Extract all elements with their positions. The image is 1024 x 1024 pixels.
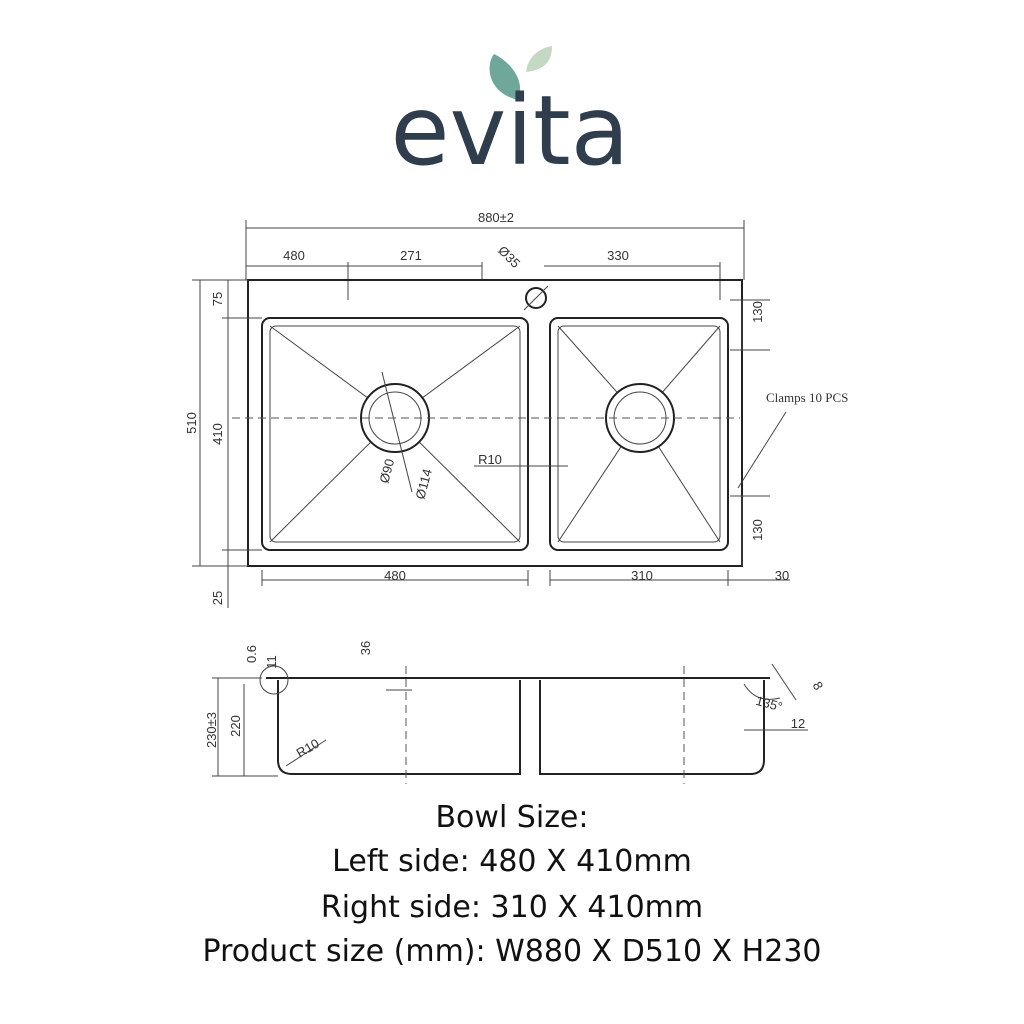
left-bowl-section [277, 680, 521, 775]
dim-edge-8: 8 [810, 679, 827, 693]
dim-thickness: 0.6 [244, 645, 259, 663]
dim-depth-total: 510 [184, 412, 199, 434]
dim-height-inner: 220 [228, 715, 243, 737]
dim-left-bowl-width: 480 [384, 568, 406, 583]
dim-tap-hole: Ø35 [495, 243, 523, 271]
dim-overall-width: 880±2 [478, 210, 514, 225]
dim-top-margin: 75 [210, 292, 225, 306]
dim-right-edge: 30 [775, 568, 789, 583]
dim-inner-drain: Ø90 [376, 457, 397, 485]
dim-right-top: 130 [750, 301, 765, 323]
dim-flange: 11 [264, 655, 279, 669]
dim-right-bottom: 130 [750, 519, 765, 541]
logo-text: evita [390, 75, 629, 187]
leaf-dark-icon [489, 54, 521, 100]
caption-line-3: Right side: 310 X 410mm [320, 890, 704, 925]
brand-logo: evita [390, 46, 630, 187]
top-view: 880±2 480 271 330 Ø35 Ø90 Ø114 [184, 210, 848, 608]
dim-height-total: 230±3 [204, 712, 219, 748]
side-view: 230±3 220 0.6 11 36 R10 135° 8 12 [204, 641, 826, 784]
dim-left-offset: 480 [283, 248, 305, 263]
right-bowl-section [539, 680, 765, 775]
dim-radius: R10 [478, 452, 502, 467]
dim-hole-offset: 271 [400, 248, 422, 263]
dim-right-offset: 330 [607, 248, 629, 263]
left-bowl [261, 317, 529, 551]
sink-outer-rim [247, 279, 743, 567]
caption-line-1: Bowl Size: [435, 800, 589, 835]
right-bowl [549, 317, 729, 551]
dim-bottom-margin: 25 [210, 591, 225, 605]
dim-edge-12: 12 [791, 716, 805, 731]
dim-drain-offset: 36 [358, 641, 373, 655]
caption-line-4: Product size (mm): W880 X D510 X H230 [202, 934, 822, 969]
dim-angle: 135° [754, 693, 784, 714]
clamps-note: Clamps 10 PCS [766, 390, 848, 405]
leaf-light-icon [526, 46, 552, 72]
dim-side-radius: R10 [294, 736, 322, 761]
dim-right-bowl-width: 310 [631, 568, 653, 583]
tap-hole [525, 287, 547, 309]
dim-outer-drain: Ø114 [412, 467, 434, 501]
caption-line-2: Left side: 480 X 410mm [332, 844, 692, 879]
dim-bowl-depth: 410 [210, 423, 225, 445]
